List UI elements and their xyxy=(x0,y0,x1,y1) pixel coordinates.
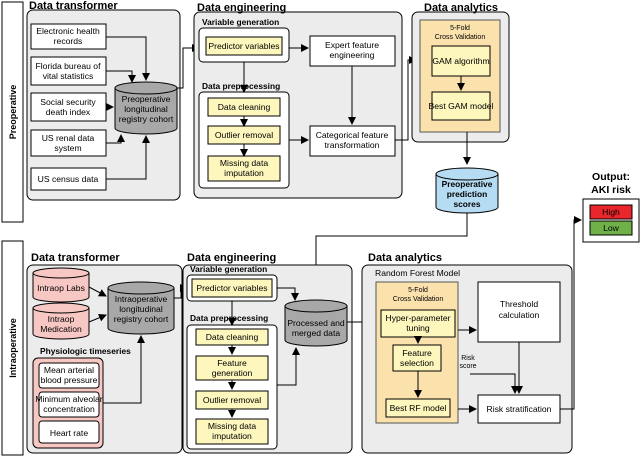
pre-variable-generation-label: Variable generation xyxy=(202,17,279,27)
preoperative-side-bar xyxy=(1,1,24,223)
intra-analytics-title: Data analytics xyxy=(368,252,442,264)
intra-transformer-title: Data transformer xyxy=(31,252,120,264)
intra-variable-generation-label: Variable generation xyxy=(190,264,267,274)
preoperative-side-label: Preoperative xyxy=(8,85,18,140)
svg-text:Data cleaning: Data cleaning xyxy=(218,102,271,112)
intra-engineering-title: Data engineering xyxy=(187,252,276,264)
svg-text:High: High xyxy=(602,207,620,217)
svg-text:Predictor variables: Predictor variables xyxy=(208,41,279,51)
output-low xyxy=(589,220,633,236)
physio-mac xyxy=(38,391,100,418)
svg-text:Risk stratification: Risk stratification xyxy=(487,404,552,414)
svg-text:Outlier removal: Outlier removal xyxy=(203,395,261,405)
pre-step-missing xyxy=(207,155,281,182)
svg-text:GAM algorithm: GAM algorithm xyxy=(432,56,489,66)
physiologic-title: Physiologic timeseries xyxy=(40,346,131,356)
pre-source-census: US census data xyxy=(38,174,99,184)
pre-categorical-feature xyxy=(309,125,396,157)
svg-text:Best GAM model: Best GAM model xyxy=(429,101,494,111)
risk-stratification xyxy=(477,394,561,424)
intra-step-missing xyxy=(195,418,269,445)
pre-transformer-title: Data transformer xyxy=(29,0,118,12)
svg-text:Low: Low xyxy=(603,223,620,233)
threshold-calculation xyxy=(477,281,561,343)
svg-text:Best RF model: Best RF model xyxy=(390,403,447,413)
svg-text:Data cleaning: Data cleaning xyxy=(206,332,259,342)
intra-data-preprocessing-label: Data preprocessing xyxy=(190,313,268,323)
intraoperative-side-bar xyxy=(1,240,24,456)
feature-selection xyxy=(392,344,442,372)
output-high xyxy=(589,204,633,220)
intra-predictor-variables xyxy=(191,278,273,298)
pre-data-preprocessing-label: Data preprocessing xyxy=(202,81,280,91)
pre-analytics-title: Data analytics xyxy=(424,2,498,14)
svg-text:Heart rate: Heart rate xyxy=(50,428,88,438)
hyper-parameter-tuning xyxy=(380,309,456,338)
rf-model-label: Random Forest Model xyxy=(375,268,460,278)
svg-text:Outlier removal: Outlier removal xyxy=(215,130,273,140)
svg-text:Intraop Labs: Intraop Labs xyxy=(37,283,85,293)
pre-best-gam xyxy=(431,91,491,121)
physio-map xyxy=(38,362,100,389)
pre-engineering-title: Data engineering xyxy=(197,2,286,14)
physio-heart-rate xyxy=(38,420,100,444)
pre-expert-feature xyxy=(309,35,396,67)
intraoperative-side-label: Intraoperative xyxy=(8,318,18,378)
pre-gam-algorithm xyxy=(431,45,491,77)
pre-predictor-variables xyxy=(205,36,283,56)
best-rf-model xyxy=(385,398,451,418)
svg-text:Predictor variables: Predictor variables xyxy=(196,283,267,293)
output-title: Output:AKI risk xyxy=(591,171,631,196)
intra-labs-cylinder: Intraop Labs xyxy=(32,267,90,303)
